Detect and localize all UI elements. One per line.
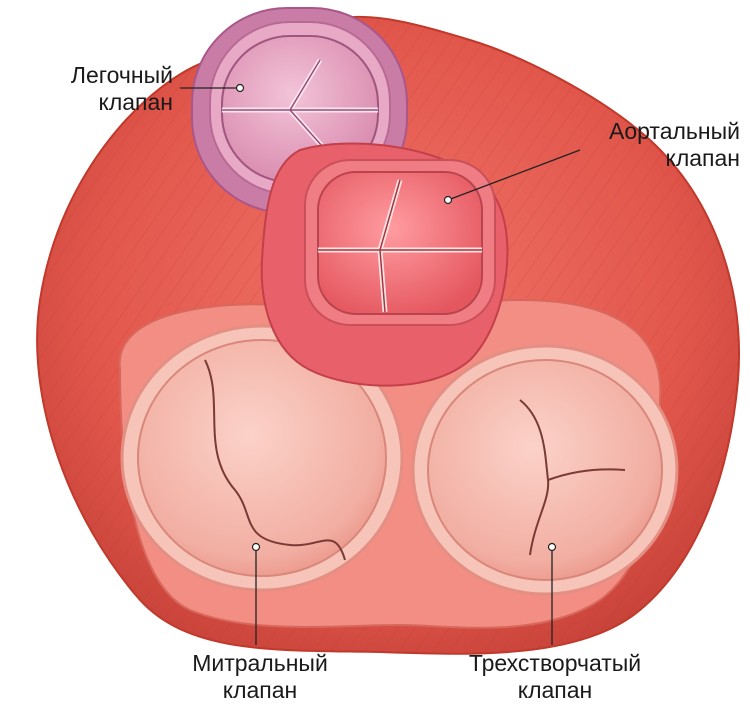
pulmonary-label-line1: Легочный [18, 62, 173, 89]
mitral-label-line1: Митральный [160, 650, 360, 677]
tricuspid-valve-label: Трехстворчатый клапан [440, 650, 670, 704]
pulmonary-valve-label: Легочный клапан [18, 62, 173, 116]
aortic-valve [262, 143, 508, 385]
mitral-leader-dot [253, 544, 260, 551]
aortic-valve-label: Аортальный клапан [560, 118, 740, 172]
tricuspid-label-line2: клапан [440, 677, 670, 704]
aortic-label-line2: клапан [560, 145, 740, 172]
aortic-leader-dot [445, 197, 452, 204]
mitral-valve-label: Митральный клапан [160, 650, 360, 704]
pulmonary-label-line2: клапан [18, 89, 173, 116]
tricuspid-label-line1: Трехстворчатый [440, 650, 670, 677]
tricuspid-leader-dot [549, 544, 556, 551]
mitral-label-line2: клапан [160, 677, 360, 704]
tricuspid-valve [413, 346, 677, 594]
pulmonary-leader-dot [237, 85, 244, 92]
aortic-label-line1: Аортальный [560, 118, 740, 145]
